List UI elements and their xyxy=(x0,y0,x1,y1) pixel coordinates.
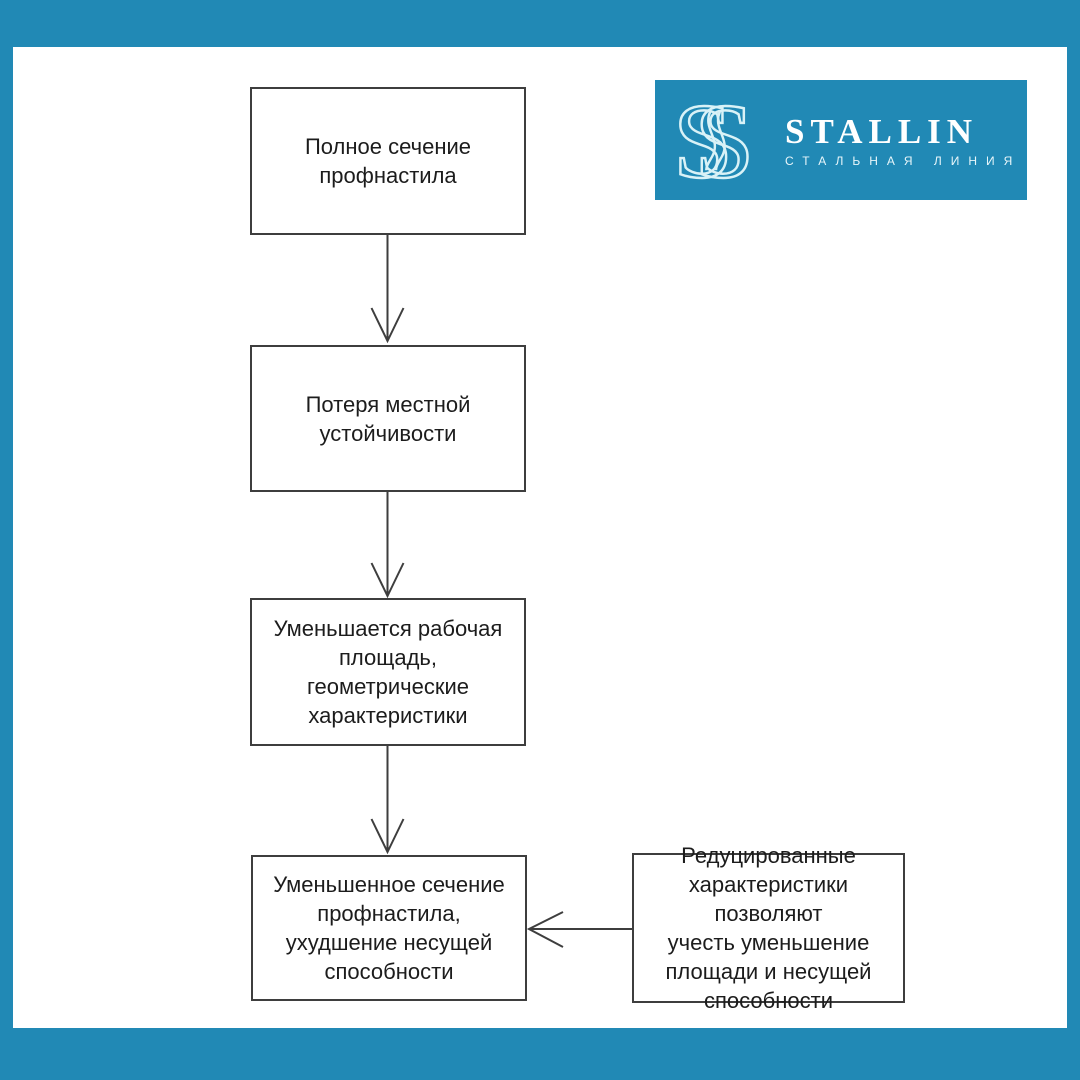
brand-text-block: STALLIN СТАЛЬНАЯ ЛИНИЯ xyxy=(785,111,1022,168)
brand-tagline: СТАЛЬНАЯ ЛИНИЯ xyxy=(785,153,1022,168)
stylized-double-s-icon: S S xyxy=(677,97,755,183)
flow-node-label: Полное сечение профнастила xyxy=(304,134,471,188)
flow-node-reduced-area: Уменьшается рабочая площадь, геометричес… xyxy=(250,598,526,746)
flow-node-local-buckling: Потеря местной устойчивости xyxy=(250,345,526,492)
flow-node-label: Уменьшается рабочая площадь, геометричес… xyxy=(273,616,503,728)
flow-node-label: Потеря местной устойчивости xyxy=(305,391,471,446)
brand-name: STALLIN xyxy=(785,111,979,151)
flow-node-reduced-characteristics: Редуцированные характеристики позволяют … xyxy=(632,843,905,1013)
flow-node-label: Редуцированные характеристики позволяют … xyxy=(665,843,872,1013)
flow-node-full-section: Полное сечение профнастила xyxy=(250,87,526,235)
flow-node-label: Уменьшенное сечение профнастила, ухудшен… xyxy=(273,872,505,984)
flow-node-reduced-section: Уменьшенное сечение профнастила, ухудшен… xyxy=(251,855,527,1001)
brand-logo: S S STALLIN СТАЛЬНАЯ ЛИНИЯ xyxy=(655,80,1027,200)
